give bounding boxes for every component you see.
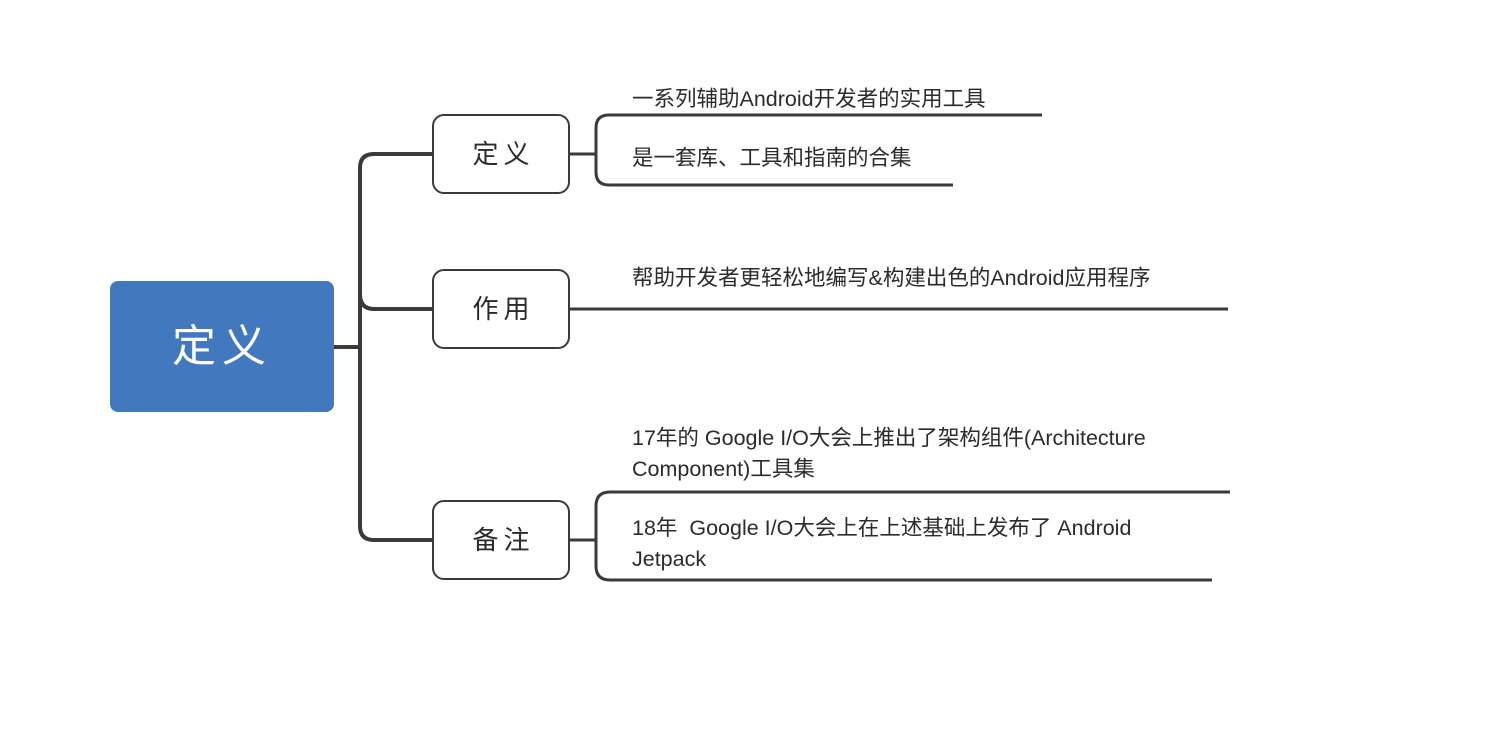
branch-node-definition[interactable]: 定义: [432, 114, 570, 194]
leaf-item[interactable]: 18年 Google I/O大会上在上述基础上发布了 Android Jetpa…: [632, 513, 1194, 575]
leaf-text: 帮助开发者更轻松地编写&构建出色的Android应用程序: [632, 266, 1151, 290]
branch-node-label: 定义: [472, 139, 535, 169]
branch-node-purpose[interactable]: 作用: [432, 269, 570, 349]
branch-node-label: 作用: [472, 294, 535, 324]
trunk-to-branch-1: [358, 152, 432, 347]
leaf-text: 一系列辅助Android开发者的实用工具: [632, 87, 986, 111]
leaf-text: 18年 Google I/O大会上在上述基础上发布了 Android Jetpa…: [632, 516, 1138, 571]
trunk-to-branch-3: [358, 347, 432, 542]
root-node[interactable]: 定义: [110, 281, 334, 412]
root-node-label: 定义: [172, 321, 272, 371]
leaf-text: 是一套库、工具和指南的合集: [632, 146, 912, 170]
leaf-item[interactable]: 是一套库、工具和指南的合集: [632, 143, 1032, 174]
leaf-item[interactable]: 17年的 Google I/O大会上推出了架构组件(Architecture C…: [632, 423, 1212, 485]
branch-node-notes[interactable]: 备注: [432, 500, 570, 580]
leaf-item[interactable]: 帮助开发者更轻松地编写&构建出色的Android应用程序: [632, 263, 1232, 294]
leaf-text: 17年的 Google I/O大会上推出了架构组件(Architecture C…: [632, 426, 1152, 481]
trunk-to-branch-2: [358, 292, 432, 347]
leaf-item[interactable]: 一系列辅助Android开发者的实用工具: [632, 84, 1052, 115]
branch-node-label: 备注: [472, 525, 535, 555]
